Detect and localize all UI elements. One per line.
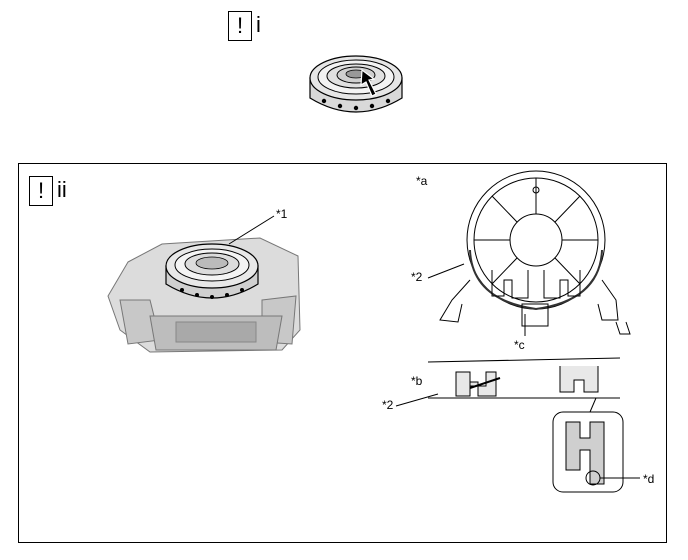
step-ii-frame bbox=[18, 163, 667, 543]
warning-icon: ! bbox=[228, 11, 252, 41]
callout-1: *1 bbox=[276, 207, 288, 221]
callout-b: *b bbox=[411, 374, 423, 388]
callout-a: *a bbox=[416, 174, 428, 188]
part-ring-top bbox=[309, 55, 403, 113]
step-ii-label: ii bbox=[57, 177, 67, 202]
callout-d: *d bbox=[643, 472, 655, 486]
callout-2-top: *2 bbox=[411, 270, 423, 284]
warning-icon: ! bbox=[29, 176, 53, 206]
callout-c: *c bbox=[514, 338, 525, 352]
step-i-label: i bbox=[256, 12, 261, 37]
arrow-icon bbox=[360, 68, 377, 97]
callout-2-bottom: *2 bbox=[382, 398, 394, 412]
